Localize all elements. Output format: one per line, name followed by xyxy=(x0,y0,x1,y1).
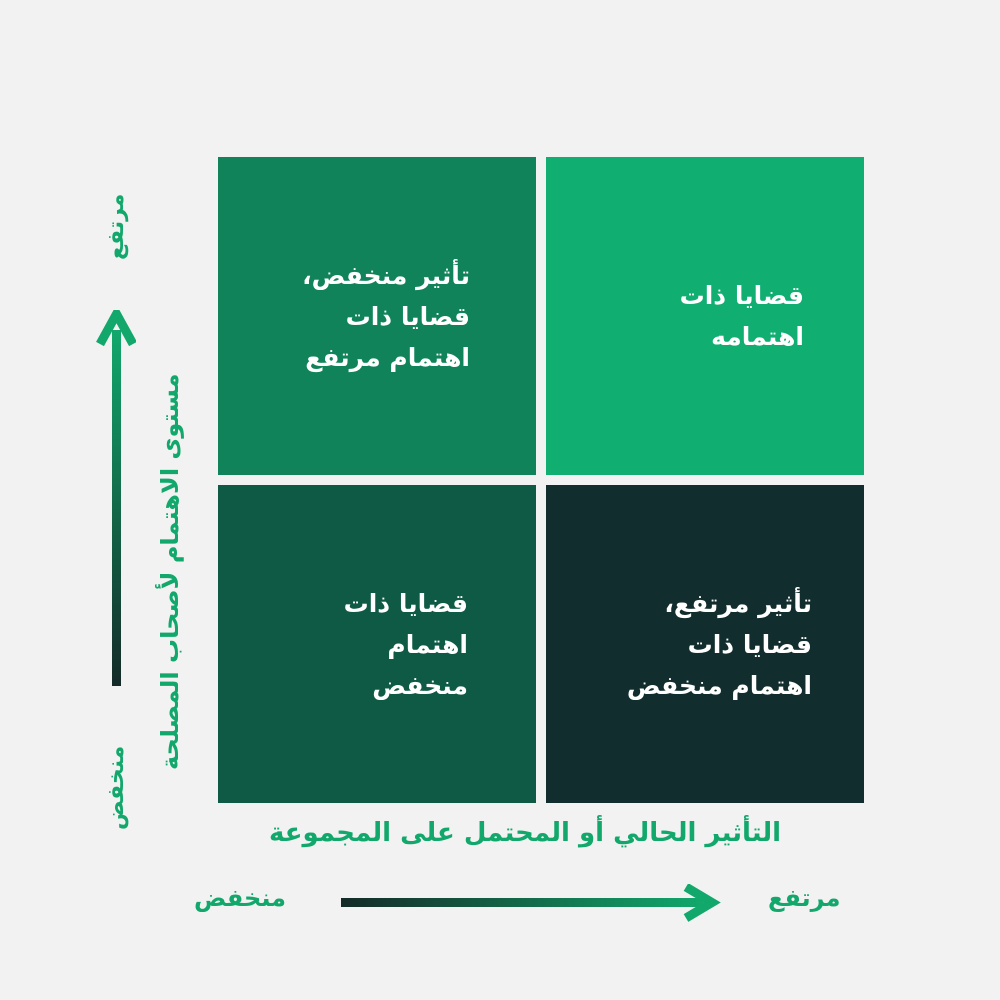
quadrant-text: قضايا ذات اهتمام منخفض xyxy=(344,583,468,706)
x-axis-high-label: مرتفع xyxy=(768,884,841,912)
quadrant-line: تأثير مرتفع، xyxy=(664,588,812,618)
quadrant-line: منخفض xyxy=(372,670,468,700)
quadrant-low-impact-high-interest: تأثير منخفض، قضايا ذات اهتمام مرتفع xyxy=(218,157,536,475)
quadrant-line: قضايا ذات xyxy=(679,281,804,310)
quadrant-high-impact-high-interest: قضايا ذات اهتمامه xyxy=(546,157,864,475)
quadrant-line: اهتمام منخفض xyxy=(626,670,812,700)
y-axis-low-label: منخفض xyxy=(104,745,129,830)
y-axis-high-label: مرتفع xyxy=(104,193,129,260)
quadrant-line: اهتمام مرتفع xyxy=(305,342,470,372)
quadrant-line: اهتمام xyxy=(387,629,468,659)
x-axis-low-label: منخفض xyxy=(194,884,286,912)
quadrant-line: قضايا ذات xyxy=(343,588,468,618)
y-axis-arrow-icon xyxy=(96,310,136,686)
quadrant-text: قضايا ذات اهتمامه xyxy=(680,275,804,357)
quadrant-text: تأثير منخفض، قضايا ذات اهتمام مرتفع xyxy=(302,255,470,378)
quadrant-line: قضايا ذات xyxy=(345,301,470,331)
x-axis-arrow-icon xyxy=(341,884,721,922)
quadrant-line: اهتمامه xyxy=(711,322,804,351)
y-axis-title: مستوى الاهتمام لأصحاب المصلحة xyxy=(156,373,184,770)
quadrant-high-impact-low-interest: تأثير مرتفع، قضايا ذات اهتمام منخفض xyxy=(546,485,864,803)
quadrant-text: تأثير مرتفع، قضايا ذات اهتمام منخفض xyxy=(627,583,812,706)
quadrant-line: تأثير منخفض، xyxy=(302,260,470,290)
quadrant-line: قضايا ذات xyxy=(687,629,812,659)
quadrant-low-impact-low-interest: قضايا ذات اهتمام منخفض xyxy=(218,485,536,803)
x-axis-title: التأثير الحالي أو المحتمل على المجموعة xyxy=(268,818,782,848)
